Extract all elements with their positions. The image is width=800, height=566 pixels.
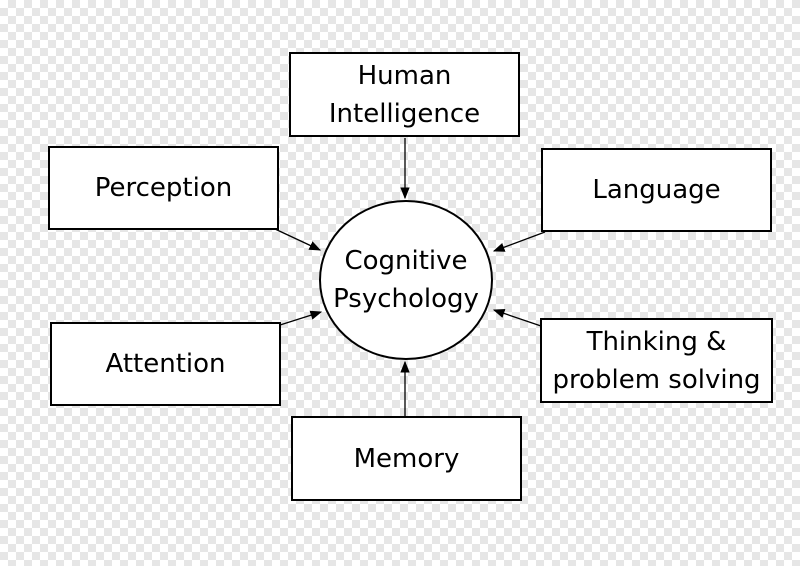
arrow-from-attention	[279, 310, 323, 326]
node-label: Language	[592, 175, 721, 205]
node-human-intelligence: Human Intelligence	[289, 52, 520, 137]
node-label: Perception	[94, 173, 233, 203]
node-perception: Perception	[48, 146, 279, 230]
node-memory: Memory	[291, 416, 522, 501]
node-thinking-problem-solving: Thinking & problem solving	[540, 318, 773, 403]
node-label: Human Intelligence	[328, 60, 481, 129]
node-attention: Attention	[50, 322, 281, 406]
center-node-cognitive-psychology: Cognitive Psychology	[319, 200, 493, 360]
arrow-from-language	[492, 231, 546, 252]
node-label: Attention	[105, 349, 226, 379]
node-label: Memory	[353, 443, 460, 474]
arrow-from-perception	[274, 228, 322, 251]
center-label: Cognitive Psychology	[333, 246, 479, 314]
node-label: Thinking & problem solving	[552, 326, 761, 395]
arrow-from-thinking	[492, 308, 542, 327]
node-language: Language	[541, 148, 772, 232]
